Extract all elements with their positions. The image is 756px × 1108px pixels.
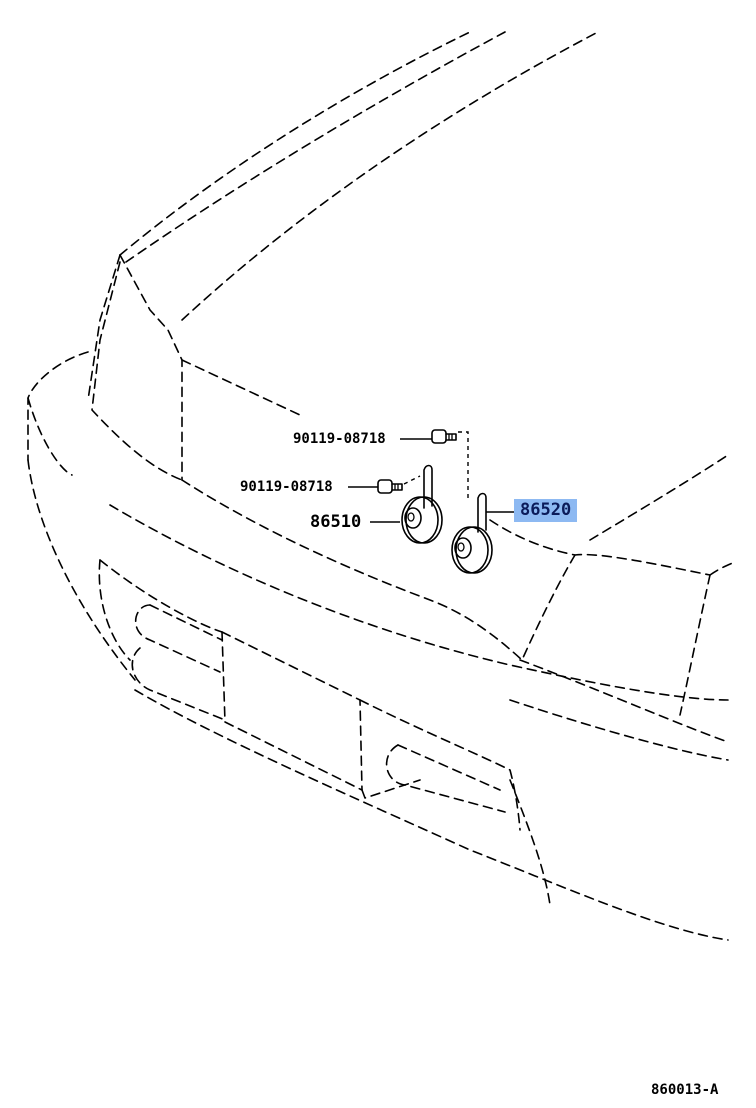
right-fender-outline <box>489 454 736 716</box>
bolt-lower-icon <box>377 479 403 494</box>
hood-outline <box>87 31 599 481</box>
grille-outline <box>98 559 551 906</box>
horn-high-icon <box>451 492 493 574</box>
dotted-leader-bolt-upper <box>458 431 469 500</box>
part-label-bolt-upper[interactable]: 90119-08718 <box>293 431 386 447</box>
part-label-horn-high-selected[interactable]: 86520 <box>514 499 578 522</box>
fender-outline <box>91 261 523 661</box>
bolt-upper-icon <box>431 429 457 444</box>
horn-low-icon <box>401 464 443 544</box>
part-label-horn-low[interactable]: 86510 <box>310 512 362 532</box>
dotted-leader-bolt-lower <box>403 475 421 485</box>
bumper-outline <box>27 351 729 941</box>
part-label-bolt-lower[interactable]: 90119-08718 <box>240 479 333 495</box>
figure-code: 860013-A <box>651 1082 719 1098</box>
